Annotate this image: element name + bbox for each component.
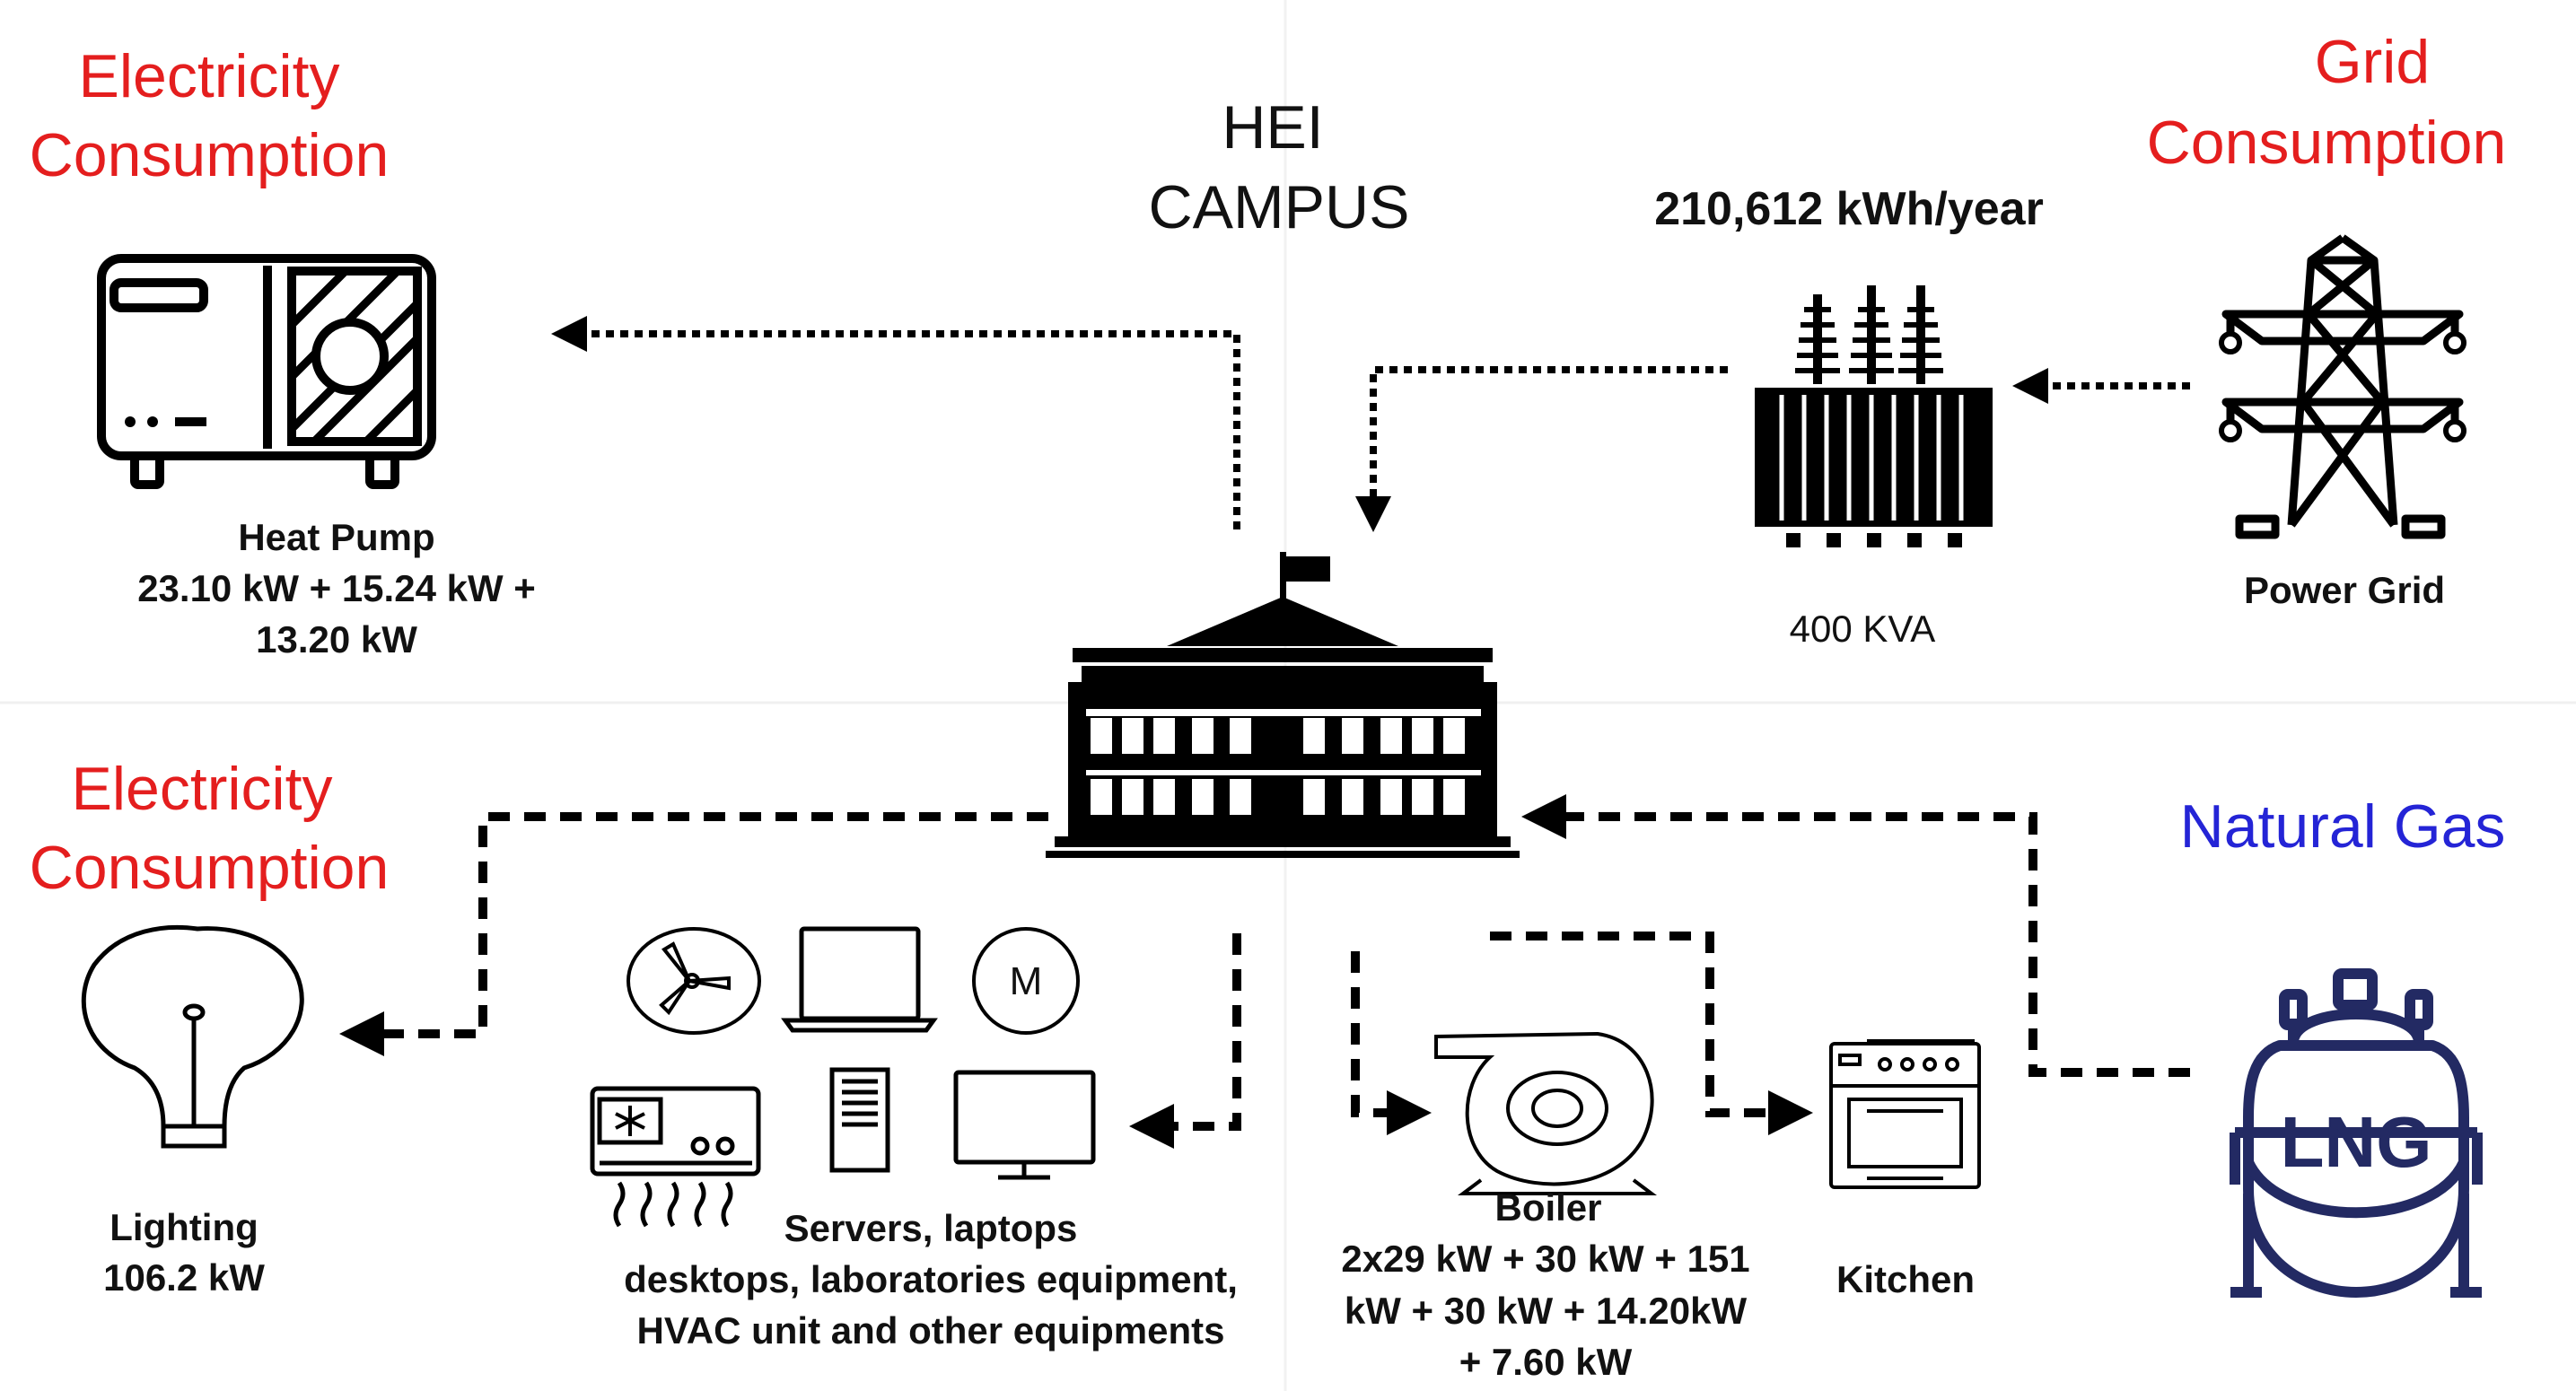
hvac-unit-icon [590, 1086, 761, 1228]
boiler-icon [1434, 1031, 1657, 1195]
lng-tank-label: LNG [2281, 1102, 2432, 1182]
transformer-to-campus-arrow [1355, 366, 1728, 532]
kitchen-name: Kitchen [1836, 1258, 1975, 1300]
boiler-spec-line3: + 7.60 kW [1459, 1341, 1633, 1383]
equipment-label-line3: HVAC unit and other equipments [637, 1309, 1225, 1352]
heat-pump-dot-icon [147, 416, 158, 427]
top-right-heading-line2: Consumption [2147, 109, 2507, 177]
desktop-monitor-icon [953, 1070, 1096, 1180]
annual-consumption: 210,612 kWh/year [1654, 183, 2044, 235]
bottom-left-heading-line2: Consumption [30, 834, 390, 902]
gas-to-boiler-arrow [1351, 951, 1432, 1135]
campus-title-line1: HEI [1222, 93, 1323, 162]
boiler-spec-line1: 2x29 kW + 30 kW + 151 [1341, 1238, 1749, 1280]
tower-insulator-icon [2443, 419, 2466, 442]
heat-pump-name: Heat Pump [238, 516, 434, 558]
bottom-left-heading-line1: Electricity [72, 755, 333, 823]
gas-to-kitchen-arrow [1490, 932, 1813, 1135]
campus-to-heat-pump-arrow [551, 316, 1240, 529]
campus-to-lighting-arrow [339, 812, 1048, 1056]
laptop-icon [781, 926, 938, 1033]
top-right-heading-line1: Grid [2315, 28, 2430, 96]
heat-pump-spec-line2: 13.20 kW [256, 618, 417, 661]
tower-insulator-icon [2219, 419, 2242, 442]
equipment-label-line1: Servers, laptops [784, 1207, 1078, 1249]
transformer-icon [1755, 285, 1993, 547]
natural-gas-heading: Natural Gas [2180, 792, 2506, 861]
tower-insulator-icon [2443, 331, 2466, 354]
gas-to-campus-arrow [1521, 794, 2190, 1077]
boiler-name: Boiler [1494, 1186, 1601, 1229]
equipment-label-line2: desktops, laboratories equipment, [624, 1258, 1238, 1300]
tower-insulator-icon [2219, 331, 2242, 354]
heat-pump-dot-icon [125, 416, 136, 427]
campus-title-line2: CAMPUS [1149, 173, 1410, 241]
motor-icon: M [972, 927, 1080, 1035]
lighting-name: Lighting [110, 1206, 258, 1248]
light-bulb-icon [81, 924, 304, 1149]
lighting-power: 106.2 kW [103, 1256, 265, 1299]
heat-pump-icon [97, 254, 436, 489]
motor-symbol: M [1010, 959, 1043, 1003]
campus-to-equipment-arrow [1129, 933, 1241, 1149]
top-left-heading-line1: Electricity [79, 42, 340, 110]
heat-pump-spec-line1: 23.10 kW + 15.24 kW + [137, 567, 536, 609]
power-grid-tower-icon [2221, 234, 2464, 539]
power-grid-name: Power Grid [2244, 569, 2445, 611]
transformer-rating: 400 KVA [1790, 608, 1936, 650]
boiler-spec-line2: kW + 30 kW + 14.20kW [1345, 1290, 1748, 1332]
fan-icon [626, 927, 761, 1035]
server-tower-icon [829, 1067, 890, 1173]
kitchen-stove-icon [1829, 1039, 1981, 1189]
lng-tank-icon [2230, 968, 2483, 1298]
top-left-heading-line2: Consumption [30, 121, 390, 189]
campus-building-icon [1046, 552, 1520, 858]
